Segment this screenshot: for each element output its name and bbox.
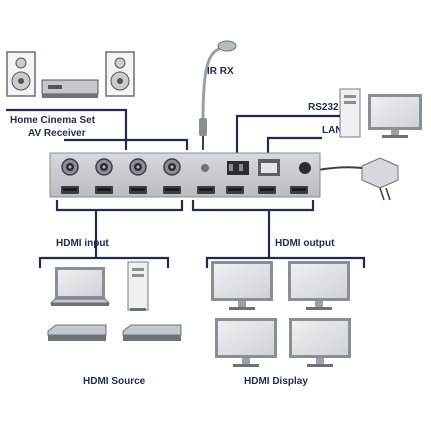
ir-receiver-icon: [199, 40, 237, 150]
speaker-right-icon: [105, 51, 135, 97]
hdmi-input-label: HDMI input: [56, 238, 109, 249]
home-cinema-label-line1: Home Cinema Set: [10, 115, 96, 126]
hdmi-source-label: HDMI Source: [83, 376, 146, 387]
hdmi-display-label: HDMI Display: [244, 376, 308, 387]
hdmi-matrix-switch-icon: [49, 152, 321, 198]
power-adapter-icon: [361, 157, 399, 201]
lan-label: LAN: [322, 125, 343, 136]
av-receiver-icon: [41, 79, 99, 98]
home-cinema-label-line2: AV Receiver: [28, 128, 86, 139]
hdmi-output-label: HDMI output: [275, 238, 335, 249]
rs232-line: [235, 114, 322, 160]
media-player-icon-right: [122, 324, 182, 341]
laptop-icon: [49, 267, 111, 306]
media-player-icon-left: [47, 324, 107, 341]
power-cable: [317, 166, 363, 171]
display-monitor-icon-1: [211, 261, 273, 310]
pc-tower-icon: [339, 88, 361, 138]
display-monitor-icon-2: [288, 261, 350, 310]
receiver-connection-line: [6, 108, 189, 150]
hdmi-output-bracket: [191, 200, 366, 268]
speaker-left-icon: [6, 51, 36, 97]
rs232-label: RS232: [308, 102, 339, 113]
display-monitor-icon-4: [289, 318, 351, 367]
display-monitor-icon-3: [215, 318, 277, 367]
ir-rx-label: IR RX: [207, 66, 234, 77]
hdmi-input-bracket: [38, 200, 184, 268]
tower-pc-icon: [127, 261, 149, 311]
computer-monitor-icon: [368, 94, 422, 138]
